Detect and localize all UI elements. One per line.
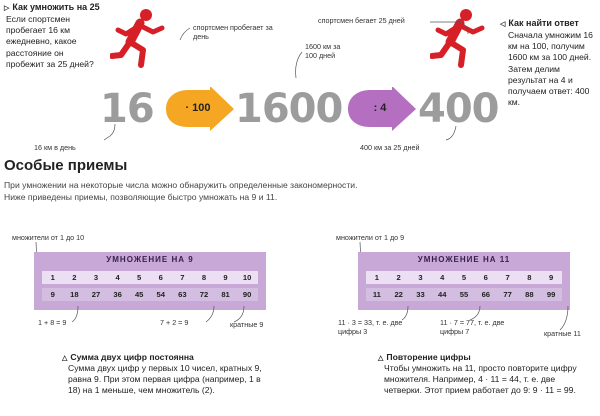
table-cell: 66: [481, 290, 491, 299]
table-cell: 5: [461, 273, 467, 282]
table-cell: 44: [438, 290, 447, 299]
runner-icon: [430, 9, 485, 68]
table-cell: 8: [201, 273, 207, 282]
table9-title: УМНОЖЕНИЕ НА 9: [106, 255, 194, 264]
table-cell: 22: [394, 290, 403, 299]
table9-note-multiples: кратные 9: [230, 320, 264, 329]
purple-arrow-icon: [348, 87, 416, 131]
top-left-block: ▷Как умножить на 25 Если спортсмен пробе…: [4, 2, 100, 70]
triangle-icon: ▷: [4, 5, 10, 12]
number-400: 400: [418, 86, 499, 132]
table-cell: 9: [223, 273, 228, 282]
operation-times-100: · 100: [185, 102, 211, 114]
table-cell: 11: [372, 290, 381, 299]
table11-title: УМНОЖЕНИЕ НА 11: [417, 255, 511, 264]
table-cell: 72: [199, 290, 209, 299]
table11-note-3: 11 · 3 = 33, т. е. две цифры 3: [338, 318, 403, 336]
table-cell: 4: [115, 273, 120, 282]
table-cell: 8: [527, 273, 532, 282]
orange-arrow-icon: [166, 87, 234, 131]
number-16: 16: [100, 86, 155, 132]
table11-note-7: 11 · 7 = 77, т. е. две цифры 7: [440, 318, 505, 336]
tip11-text: Чтобы умножить на 11, просто повторите ц…: [384, 363, 577, 396]
table-cell: 45: [134, 290, 144, 299]
table-cell: 7: [505, 273, 510, 282]
table11-factors-row: 1 2 3 4 5 6 7 8 9: [366, 271, 562, 284]
table-cell: 10: [242, 273, 252, 282]
table-cell: 55: [459, 290, 469, 299]
table11-factors-label: множители от 1 до 9: [336, 233, 405, 242]
table9-note-7-2: 7 + 2 = 9: [160, 318, 189, 327]
label-runs-per-day: спортсмен пробегает за день: [193, 23, 273, 41]
table-cell: 2: [72, 273, 77, 282]
top-right-block: ◁Как найти ответ Сначала умножим 16 км н…: [500, 18, 596, 108]
triangle-icon: ◁: [500, 21, 506, 28]
tip9-text: Сумма двух цифр у первых 10 чисел, кратн…: [68, 363, 262, 396]
section-intro-1: При умножении на некоторые числа можно о…: [4, 180, 358, 190]
table-cell: 63: [178, 290, 187, 299]
table-cell: 1: [50, 273, 55, 282]
table-cell: 5: [137, 273, 142, 282]
table-cell: 77: [503, 290, 512, 299]
operation-divide-4: : 4: [373, 102, 387, 114]
answer-text: Сначала умножим 16 км на 100, получим 16…: [508, 30, 593, 108]
label-1600-per-100: 1600 км за 100 дней: [305, 42, 341, 60]
table-cell: 9: [549, 273, 554, 282]
table-cell: 1: [374, 273, 379, 282]
triangle-icon: △: [62, 355, 68, 362]
number-1600: 1600: [235, 86, 343, 132]
table-multiply-11: УМНОЖЕНИЕ НА 11 1 2 3 4 5 6 7 8 9 11 22 …: [358, 252, 570, 310]
heading-multiply-25: ▷Как умножить на 25: [4, 2, 100, 12]
table-cell: 2: [396, 273, 401, 282]
label-runs-25-days: спортсмен бегает 25 дней: [318, 16, 405, 25]
tip9-heading: △Сумма двух цифр постоянна: [62, 352, 194, 362]
table-cell: 88: [525, 290, 534, 299]
table-cell: 3: [93, 273, 99, 282]
table-cell: 81: [221, 290, 230, 299]
table-cell: 6: [483, 273, 488, 282]
table-cell: 6: [158, 273, 163, 282]
table-cell: 33: [416, 290, 425, 299]
tip-repeat-digit: △Повторение цифры Чтобы умножить на 11, …: [378, 352, 590, 397]
label-400-per-25: 400 км за 25 дней: [360, 143, 420, 152]
table11-note-leaders: [401, 305, 569, 331]
table9-factors-label: множители от 1 до 10: [12, 233, 85, 242]
leader-lines: [103, 21, 469, 141]
table-cell: 36: [113, 290, 122, 299]
section-title: Особые приемы: [4, 157, 128, 174]
runner-icon: [110, 9, 165, 68]
table9-note-1-8: 1 + 8 = 9: [38, 318, 67, 327]
section-intro-2: Ниже приведены приемы, позволяющие быстр…: [4, 192, 278, 202]
tip11-heading: △Повторение цифры: [378, 352, 471, 362]
table-cell: 4: [440, 273, 445, 282]
table11-note-multiples: кратные 11: [544, 329, 581, 338]
table-cell: 9: [50, 290, 55, 299]
label-16-per-day: 16 км в день: [34, 143, 76, 152]
table-cell: 7: [180, 273, 185, 282]
tip-sum-constant: △Сумма двух цифр постоянна Сумма двух ци…: [62, 352, 274, 397]
table-cell: 18: [70, 290, 79, 299]
table9-note-leaders: [71, 305, 245, 323]
table-cell: 3: [418, 273, 423, 282]
table-multiply-9: УМНОЖЕНИЕ НА 9 1 2 3 4 5 6 7 8 9 10 9 18…: [34, 252, 266, 310]
triangle-icon: △: [378, 355, 384, 362]
table-cell: 90: [242, 290, 252, 299]
table-cell: 54: [156, 290, 165, 299]
heading-how-to-find: ◁Как найти ответ: [500, 18, 579, 28]
table-cell: 27: [91, 290, 101, 299]
question-text: Если спортсмен пробегает 16 км ежедневно…: [6, 14, 94, 69]
table11-multiples-row: 11 22 33 44 55 66 77 88 99: [366, 288, 562, 301]
table-cell: 99: [546, 290, 556, 299]
table9-multiples-row: 9 18 27 36 45 54 63 72 81 90: [42, 288, 258, 301]
table9-factors-row: 1 2 3 4 5 6 7 8 9 10: [42, 271, 258, 284]
